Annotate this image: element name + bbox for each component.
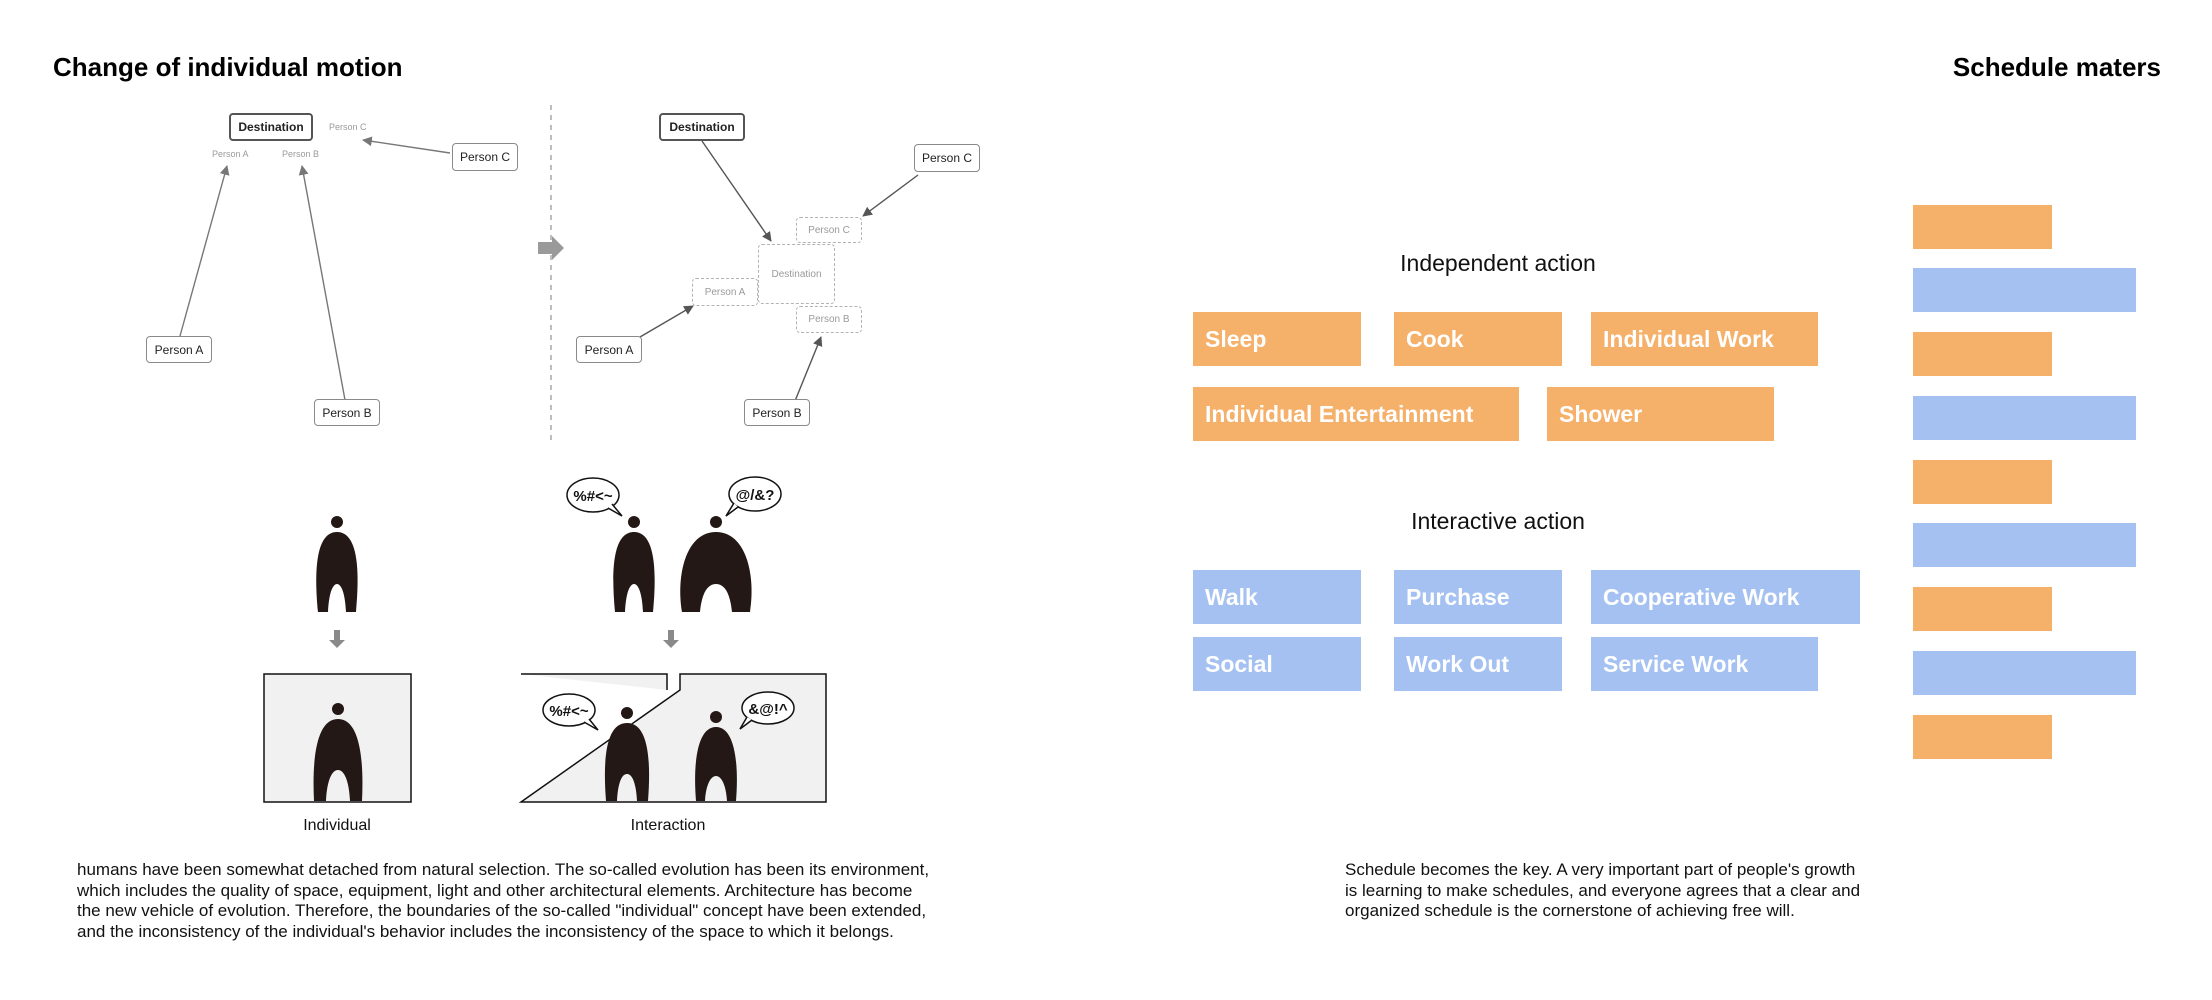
tag-work-out: Work Out — [1394, 637, 1562, 691]
schedule-bar — [1913, 587, 2052, 631]
schedule-bar — [1913, 332, 2052, 376]
right-heading: Schedule maters — [1952, 52, 2161, 82]
before-person-a-box: Person A — [146, 336, 212, 363]
tag-social: Social — [1193, 637, 1361, 691]
left-paragraph-line: the new vehicle of evolution. Therefore,… — [77, 901, 927, 920]
interactive-action-title: Interactive action — [1411, 508, 1585, 534]
tag-cook: Cook — [1394, 312, 1562, 366]
right-paragraph: Schedule becomes the key. A very importa… — [1345, 860, 1985, 922]
caption-interaction: Interaction — [630, 817, 706, 834]
tag-individual-entertainment: Individual Entertainment — [1193, 387, 1519, 441]
speech-bubble-box-right — [741, 691, 795, 725]
tag-walk: Walk — [1193, 570, 1361, 624]
arrow-a-after — [639, 305, 694, 338]
after-person-a-box: Person A — [576, 336, 642, 363]
schedule-bar — [1913, 460, 2052, 504]
individual-figure-icon — [316, 516, 358, 612]
schedule-bar — [1913, 523, 2136, 567]
arrow-a-before — [179, 165, 230, 337]
interaction-box-figure-left-icon: %#<~ — [542, 693, 650, 801]
left-paragraph-line: which includes the quality of space, equ… — [77, 880, 913, 900]
arrow-dest-after — [701, 140, 772, 242]
interaction-figure-right-icon: @/&? — [680, 476, 782, 612]
independent-action-title: Independent action — [1400, 250, 1596, 276]
down-arrow-icon-left — [329, 630, 345, 648]
bubble-text-top-left: %#<~ — [573, 488, 612, 505]
tag-individual-work: Individual Work — [1591, 312, 1818, 366]
arrow-c-before — [362, 136, 451, 154]
left-paragraph-line: and the inconsistency of the individual'… — [77, 921, 894, 941]
before-destination-box: Destination — [229, 113, 313, 141]
schedule-bar — [1913, 715, 2052, 759]
schedule-bar — [1913, 396, 2136, 440]
down-arrow-icon-right — [663, 630, 679, 648]
tag-shower: Shower — [1547, 387, 1774, 441]
after-ghost-b-box: Person B — [796, 306, 862, 333]
tag-sleep: Sleep — [1193, 312, 1361, 366]
interaction-box-figure-right-icon: &@!^ — [695, 691, 795, 801]
before-mini-label-c: Person C — [329, 122, 367, 132]
before-mini-label-a: Person A — [212, 149, 249, 159]
right-paragraph-line: Schedule becomes the key. A very importa… — [1345, 860, 1856, 879]
individual-box-figure-icon — [313, 703, 363, 801]
before-person-b-box: Person B — [314, 399, 380, 426]
after-destination-box: Destination — [659, 113, 745, 141]
schedule-bar — [1913, 205, 2052, 249]
arrow-b-after — [794, 336, 823, 402]
bubble-text-box-left: %#<~ — [549, 703, 588, 720]
before-person-c-box: Person C — [452, 143, 518, 171]
transition-arrow-icon — [538, 236, 564, 260]
caption-individual: Individual — [303, 817, 371, 834]
after-ghost-c-box: Person C — [796, 217, 862, 243]
left-paragraph: humans have been somewhat detached from … — [77, 860, 1037, 942]
bubble-text-box-right: &@!^ — [748, 701, 787, 718]
arrow-c-after — [862, 174, 919, 217]
after-ghost-a-box: Person A — [692, 278, 758, 306]
left-heading: Change of individual motion — [53, 52, 403, 82]
right-paragraph-line: is learning to make schedules, and every… — [1345, 880, 1861, 900]
right-paragraph-line: organized schedule is the cornerstone of… — [1345, 901, 1795, 920]
left-paragraph-line: humans have been somewhat detached from … — [77, 860, 930, 879]
after-person-b-box: Person B — [744, 399, 810, 426]
bubble-text-top-right: @/&? — [736, 487, 775, 504]
tag-purchase: Purchase — [1394, 570, 1562, 624]
after-person-c-box: Person C — [914, 144, 980, 172]
schedule-bar — [1913, 268, 2136, 312]
tag-cooperative-work: Cooperative Work — [1591, 570, 1860, 624]
tag-service-work: Service Work — [1591, 637, 1818, 691]
schedule-bar — [1913, 651, 2136, 695]
arrow-b-before — [298, 165, 346, 401]
speech-bubble-top-left — [566, 477, 620, 513]
interaction-figure-left-icon: %#<~ — [566, 477, 655, 612]
speech-bubble-box-left — [542, 693, 596, 727]
after-center-destination-box: Destination — [758, 244, 835, 304]
before-mini-label-b: Person B — [282, 149, 320, 159]
speech-bubble-top-right — [728, 476, 782, 512]
